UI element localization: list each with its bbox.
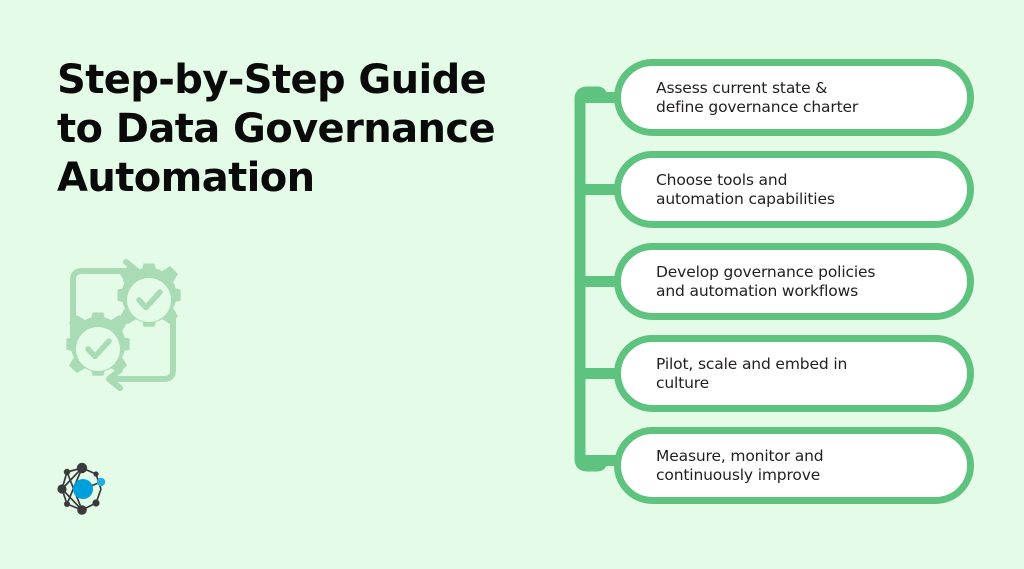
page-title: Step-by-Step Guide to Data Governance Au… <box>57 57 496 201</box>
step-card-label: Choose tools and automation capabilities <box>656 171 835 208</box>
step-card-label: Develop governance policies and automati… <box>656 263 876 300</box>
step-card-label: Pilot, scale and embed in culture <box>656 355 848 392</box>
step-flow: Assess current state & define governance… <box>560 0 1024 569</box>
left-column: Step-by-Step Guide to Data Governance Au… <box>47 57 496 520</box>
automation-gears-icon <box>47 253 199 397</box>
step-card-2[interactable]: Choose tools and automation capabilities <box>614 151 974 228</box>
step-card-1[interactable]: Assess current state & define governance… <box>614 59 974 136</box>
step-card-4[interactable]: Pilot, scale and embed in culture <box>614 335 974 412</box>
network-nodes-logo <box>52 458 114 520</box>
step-card-label: Assess current state & define governance… <box>656 79 859 116</box>
step-card-label: Measure, monitor and continuously improv… <box>656 447 824 484</box>
step-card-3[interactable]: Develop governance policies and automati… <box>614 243 974 320</box>
step-card-5[interactable]: Measure, monitor and continuously improv… <box>614 427 974 504</box>
